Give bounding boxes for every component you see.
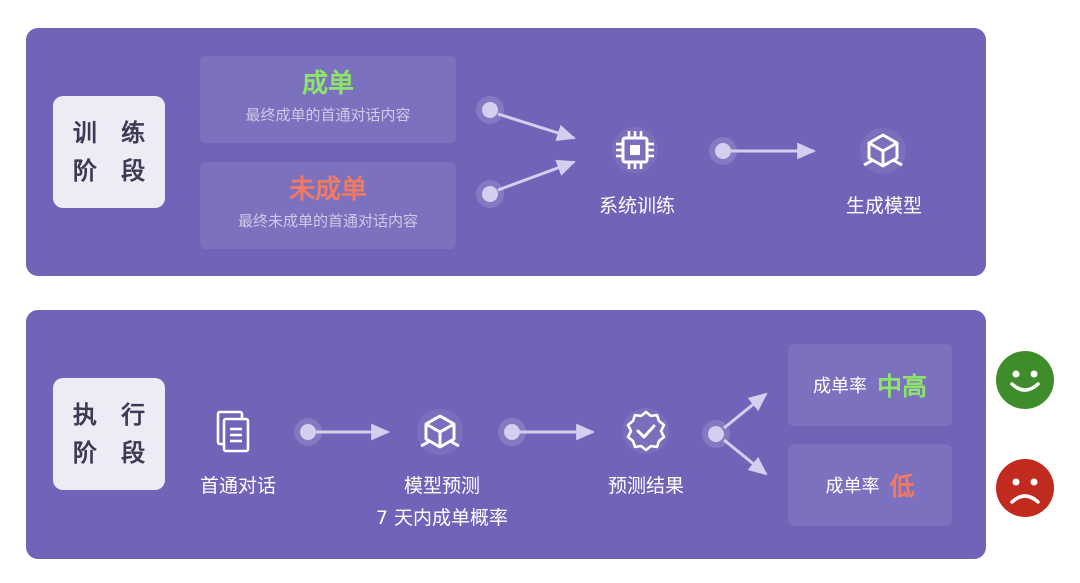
predict-description: 7 天内成单概率 — [375, 507, 509, 529]
fail-title: 未成单 — [288, 175, 367, 205]
execution-stage-panel: 执 行 阶 段 首通对话 模型预测 7 天内成单概 — [26, 310, 986, 559]
predict-result-label: 预测结果 — [607, 475, 685, 497]
cube-icon — [860, 128, 906, 174]
connector-dot — [715, 143, 731, 159]
arrow-success-to-training — [497, 112, 577, 141]
connector-dot — [708, 426, 724, 442]
execution-connectors — [294, 392, 768, 476]
execution-stage-label: 执 行 阶 段 — [53, 378, 165, 490]
connector-dot — [482, 102, 498, 118]
happy-face-icon — [996, 351, 1054, 409]
connector-dot — [300, 424, 316, 440]
success-outcome-box: 成单 最终成单的首通对话内容 — [200, 56, 456, 143]
chip-icon — [612, 127, 658, 173]
arrow-fail-to-training — [497, 159, 576, 192]
rate-low-box: 成单率 低 — [788, 444, 952, 526]
execution-stage-label-line1: 执 行 — [72, 401, 154, 429]
generate-model-label: 生成模型 — [845, 195, 923, 217]
training-stage-panel: 训 练 阶 段 成单 最终成单的首通对话内容 未成单 最终未成单的首通对话内容 — [26, 28, 986, 276]
execution-stage-label-line2: 阶 段 — [72, 439, 154, 467]
system-training-label: 系统训练 — [598, 195, 676, 217]
rate-low-label: 成单率 — [825, 476, 880, 497]
cube-icon — [417, 409, 463, 455]
verified-badge-icon — [623, 408, 669, 454]
fail-outcome-box: 未成单 最终未成单的首通对话内容 — [200, 162, 456, 249]
arrow-result-to-high — [723, 392, 768, 430]
training-stage-label-line1: 训 练 — [72, 119, 154, 147]
arrow-result-to-low — [723, 438, 768, 476]
model-predict-label: 模型预测 — [403, 475, 481, 497]
sad-face-icon — [996, 459, 1054, 517]
rate-high-label: 成单率 — [812, 376, 867, 397]
training-connectors — [476, 96, 817, 208]
connector-dot — [482, 186, 498, 202]
first-call-label: 首通对话 — [199, 475, 277, 497]
rate-low-value: 低 — [889, 472, 915, 501]
training-stage-label-line2: 阶 段 — [72, 157, 154, 185]
fail-description: 最终未成单的首通对话内容 — [237, 212, 418, 230]
document-icon — [216, 410, 250, 453]
success-description: 最终成单的首通对话内容 — [245, 106, 411, 124]
rate-high-value: 中高 — [876, 372, 927, 401]
success-title: 成单 — [301, 69, 354, 99]
training-stage-label: 训 练 阶 段 — [53, 96, 165, 208]
connector-dot — [504, 424, 520, 440]
rate-high-box: 成单率 中高 — [788, 344, 952, 426]
